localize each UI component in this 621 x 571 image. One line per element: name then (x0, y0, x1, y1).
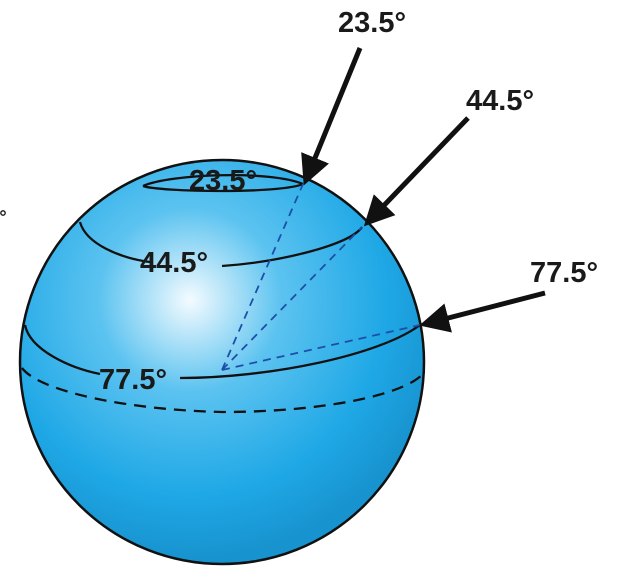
latitude-circle-top-back (142, 182, 304, 193)
label-arrow-right: 77.5° (530, 257, 598, 289)
arrow-right (419, 290, 546, 333)
latitude-circle-top (142, 173, 304, 188)
equator-dashed (21, 367, 423, 414)
ray-to-mid (221, 226, 363, 371)
sphere (18, 158, 426, 566)
label-circle-low: 77.5° (99, 364, 167, 396)
latitude-circle-mid (78, 221, 363, 268)
label-arrow-mid: 44.5° (466, 85, 534, 117)
label-arrow-top: 23.5° (338, 7, 406, 39)
arrow-top (301, 47, 363, 186)
latitude-circle-low (23, 324, 421, 380)
arrow-mid (363, 116, 470, 227)
label-circle-mid: 44.5° (140, 247, 208, 279)
ray-to-top (221, 183, 304, 371)
ray-to-low (221, 324, 421, 371)
label-circle-top: 23.5° (189, 165, 257, 197)
stray-mark (0, 210, 6, 216)
